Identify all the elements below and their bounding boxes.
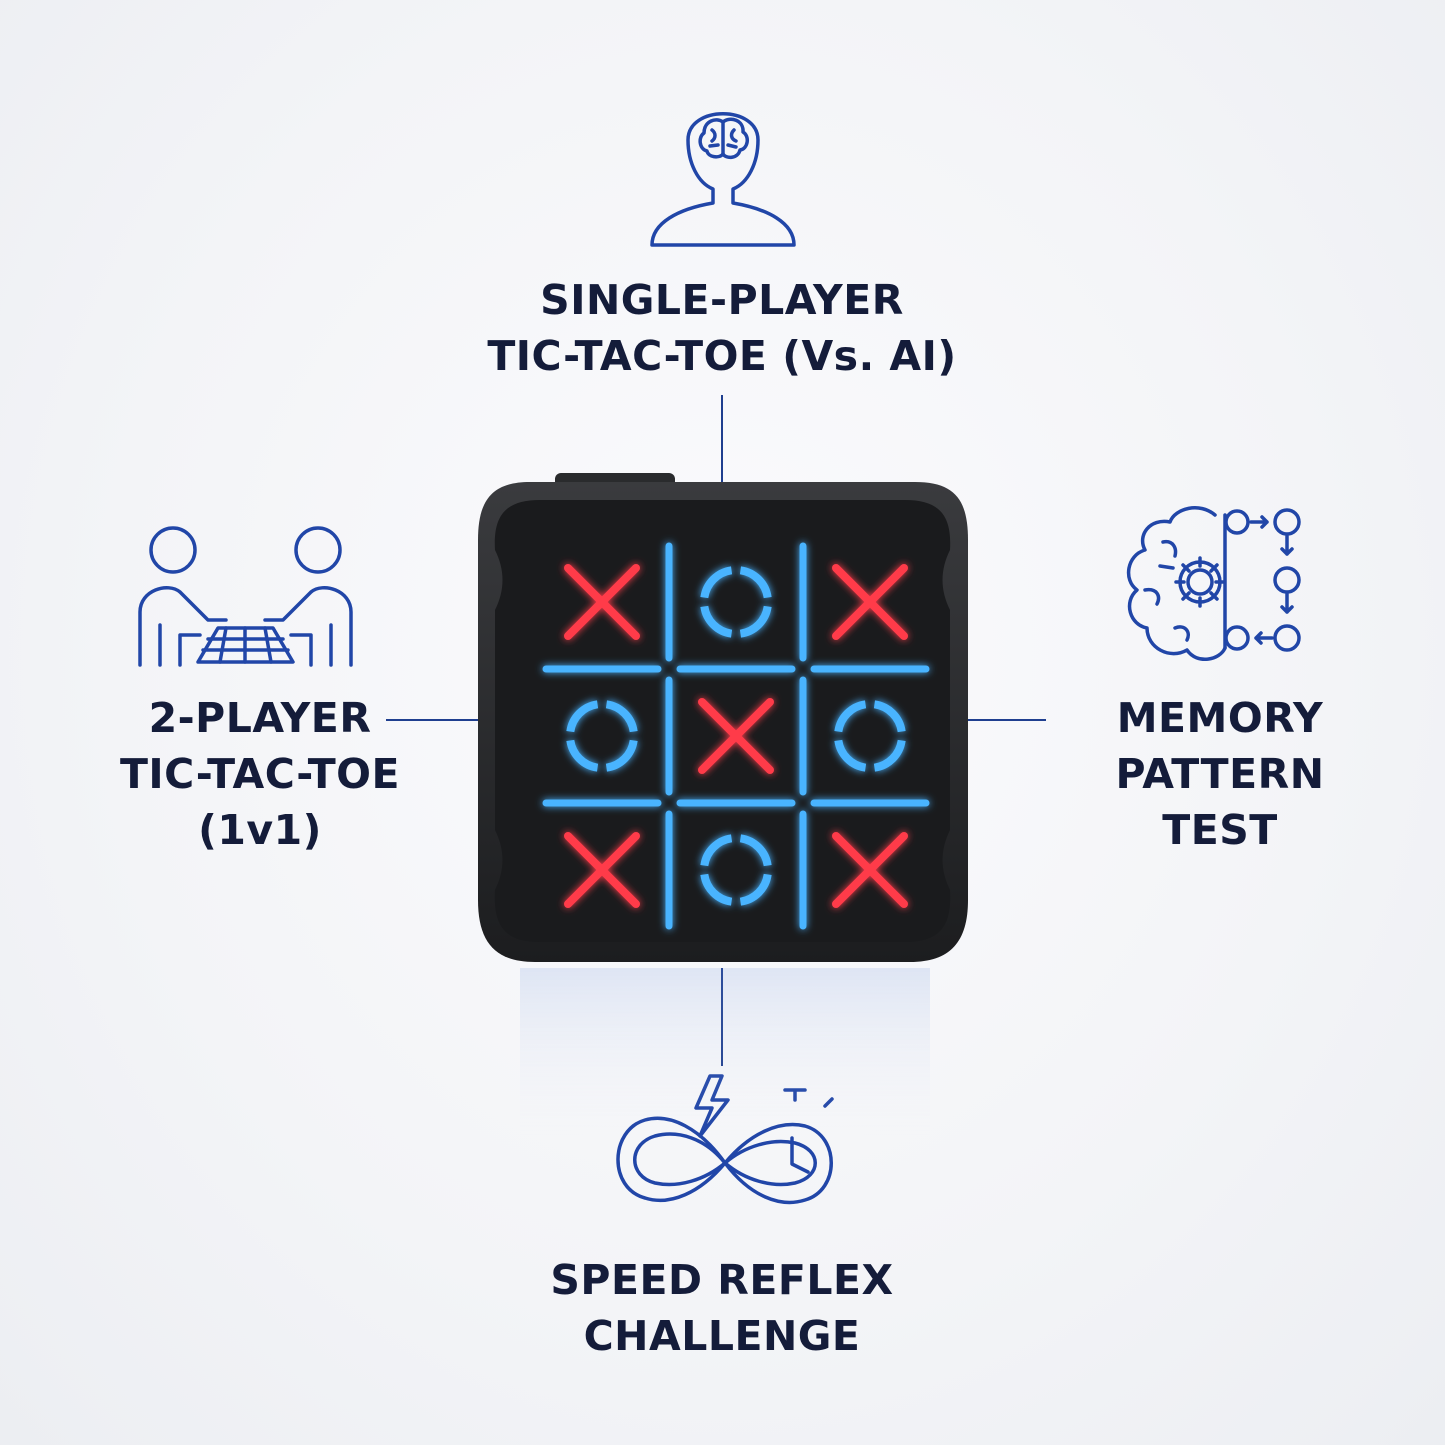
memory-pattern-label-line3: TEST [1162,806,1278,854]
connector-line-right [962,719,1046,721]
person-brain-icon [650,112,796,247]
tic-tac-toe-device [478,473,968,962]
two-player-label-line3: (1v1) [198,806,322,854]
brain-gear-pattern-icon [1126,506,1301,661]
single-player-label-line1: SINGLE-PLAYER [540,276,904,324]
board-cell-x[interactable] [832,564,908,640]
memory-pattern-label: MEMORY PATTERN TEST [1040,690,1400,858]
board-cell-o[interactable] [700,566,772,638]
memory-pattern-label-line2: PATTERN [1115,750,1325,798]
speed-reflex-label-line1: SPEED REFLEX [550,1256,894,1304]
board-cell-o[interactable] [700,834,772,906]
board-cell-x[interactable] [698,698,774,774]
single-player-label: SINGLE-PLAYER TIC-TAC-TOE (Vs. AI) [422,272,1022,384]
board-cell-x[interactable] [832,832,908,908]
two-player-label: 2-PLAYER TIC-TAC-TOE (1v1) [60,690,460,858]
single-player-label-line2: TIC-TAC-TOE (Vs. AI) [487,332,957,380]
connector-line-top [721,395,723,487]
device-reflection [520,968,930,1138]
two-players-board-icon [138,526,353,667]
memory-pattern-label-line1: MEMORY [1116,694,1324,742]
board-cell-x[interactable] [564,832,640,908]
board-cell-o[interactable] [566,700,638,772]
two-player-label-line1: 2-PLAYER [148,694,372,742]
speed-reflex-label-line2: CHALLENGE [583,1312,861,1360]
board-cell-x[interactable] [564,564,640,640]
board-cell-o[interactable] [834,700,906,772]
speed-reflex-label: SPEED REFLEX CHALLENGE [422,1252,1022,1364]
two-player-label-line2: TIC-TAC-TOE [119,750,401,798]
connector-line-left [386,719,484,721]
